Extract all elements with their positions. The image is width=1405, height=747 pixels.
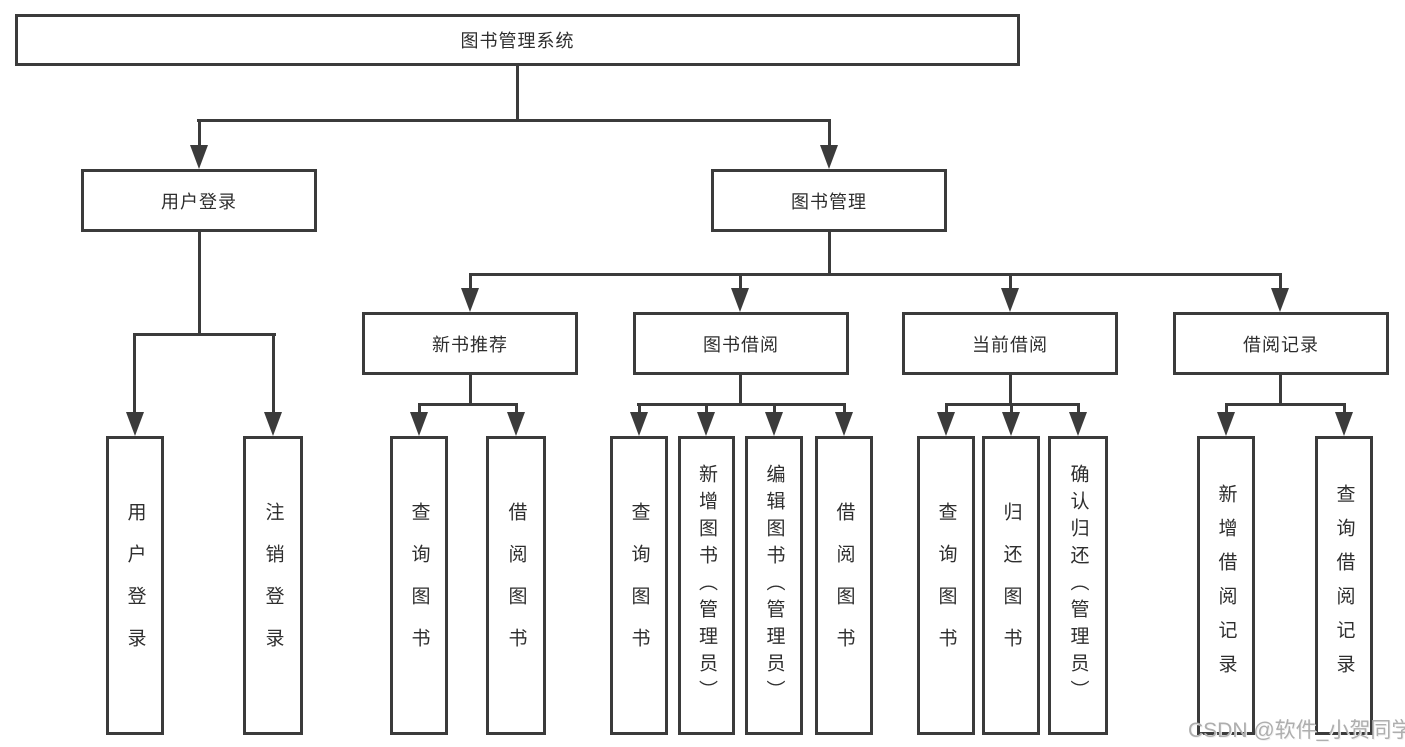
connector-vline: [1010, 403, 1013, 415]
arrow-down: [697, 412, 715, 436]
arrow-down: [630, 412, 648, 436]
node-book-borrowing: 图书借阅: [633, 312, 849, 375]
leaf-query-books-current: 查询图书: [917, 436, 975, 735]
connector-hline: [1225, 403, 1345, 406]
arrow-down: [731, 288, 749, 312]
arrow-down: [461, 288, 479, 312]
connector-hline: [418, 403, 518, 406]
connector-vline: [705, 403, 708, 415]
node-label: 编辑图书（管理员）: [763, 464, 785, 707]
node-label: 注销登录: [262, 501, 284, 670]
node-label: 查询借阅记录: [1333, 483, 1355, 688]
node-label: 确认归还（管理员）: [1067, 464, 1089, 707]
node-label: 图书管理: [791, 191, 867, 212]
node-label: 图书管理系统: [460, 31, 575, 51]
node-label: 借阅图书: [833, 501, 855, 670]
leaf-logout: 注销登录: [243, 436, 303, 735]
connector-vline: [516, 65, 519, 120]
connector-hline: [197, 119, 831, 122]
leaf-return-books: 归还图书: [982, 436, 1040, 735]
arrow-down: [835, 412, 853, 436]
leaf-user-login: 用户登录: [106, 436, 164, 735]
arrow-down: [765, 412, 783, 436]
leaf-add-borrow-record: 新增借阅记录: [1197, 436, 1255, 735]
leaf-query-books-recommend: 查询图书: [390, 436, 448, 735]
connector-vline: [773, 403, 776, 415]
connector-vline: [638, 403, 641, 415]
connector-vline: [828, 119, 831, 148]
connector-vline: [1009, 375, 1012, 405]
connector-vline: [828, 232, 831, 275]
arrow-down: [507, 412, 525, 436]
arrow-down: [1069, 412, 1087, 436]
connector-vline: [1225, 403, 1228, 415]
node-label: 用户登录: [161, 191, 237, 212]
connector-vline: [272, 333, 275, 413]
leaf-confirm-return-admin: 确认归还（管理员）: [1048, 436, 1108, 735]
node-book-management: 图书管理: [711, 169, 947, 232]
connector-vline: [133, 333, 136, 413]
node-label: 新增借阅记录: [1215, 483, 1237, 688]
arrow-down: [1001, 288, 1019, 312]
node-label: 新书推荐: [432, 334, 508, 355]
node-label: 归还图书: [1000, 501, 1022, 670]
arrow-down: [820, 145, 838, 169]
arrow-down: [410, 412, 428, 436]
leaf-query-borrow-record: 查询借阅记录: [1315, 436, 1373, 735]
connector-vline: [843, 403, 846, 415]
arrow-down: [1217, 412, 1235, 436]
connector-vline: [1343, 403, 1346, 415]
leaf-add-books-admin: 新增图书（管理员）: [678, 436, 735, 735]
arrow-down: [1271, 288, 1289, 312]
node-label: 借阅图书: [505, 501, 527, 670]
connector-vline: [469, 375, 472, 405]
connector-vline: [418, 403, 421, 415]
leaf-edit-books-admin: 编辑图书（管理员）: [745, 436, 803, 735]
connector-vline: [1009, 273, 1012, 290]
connector-vline: [198, 232, 201, 335]
node-library-management-system: 图书管理系统: [15, 14, 1020, 66]
connector-hline: [469, 273, 1282, 276]
arrow-down: [264, 412, 282, 436]
node-new-book-recommendation: 新书推荐: [362, 312, 578, 375]
arrow-down: [1002, 412, 1020, 436]
node-borrowing-records: 借阅记录: [1173, 312, 1389, 375]
node-user-login: 用户登录: [81, 169, 317, 232]
leaf-borrow-books-recommend: 借阅图书: [486, 436, 546, 735]
connector-vline: [515, 403, 518, 415]
connector-vline: [469, 273, 472, 290]
node-label: 查询图书: [935, 501, 957, 670]
leaf-borrow-books-borrowing: 借阅图书: [815, 436, 873, 735]
node-label: 当前借阅: [972, 334, 1048, 355]
connector-vline: [198, 119, 201, 148]
arrow-down: [190, 145, 208, 169]
arrow-down: [126, 412, 144, 436]
connector-vline: [1279, 375, 1282, 405]
node-label: 用户登录: [124, 501, 146, 670]
connector-hline: [133, 333, 276, 336]
connector-vline: [739, 375, 742, 405]
node-label: 图书借阅: [703, 334, 779, 355]
leaf-query-books-borrowing: 查询图书: [610, 436, 668, 735]
connector-vline: [945, 403, 948, 415]
arrow-down: [1335, 412, 1353, 436]
node-label: 新增图书（管理员）: [696, 464, 717, 707]
node-label: 查询图书: [408, 501, 430, 670]
node-label: 查询图书: [628, 501, 650, 670]
connector-vline: [1279, 273, 1282, 290]
watermark: CSDN @软件_小贺同学: [1188, 719, 1405, 742]
connector-vline: [1077, 403, 1080, 415]
connector-vline: [739, 273, 742, 290]
connector-hline: [637, 403, 845, 406]
node-current-borrowing: 当前借阅: [902, 312, 1118, 375]
arrow-down: [937, 412, 955, 436]
node-label: 借阅记录: [1243, 334, 1319, 355]
